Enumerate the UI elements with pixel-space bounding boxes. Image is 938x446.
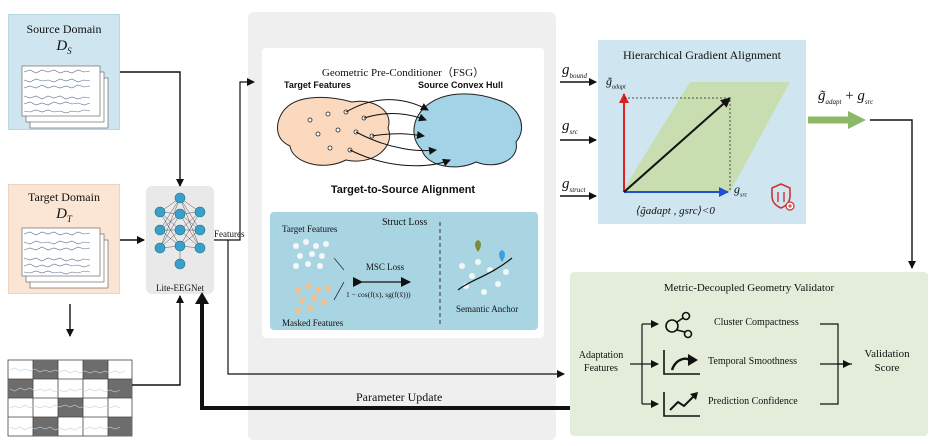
source-domain-symbol: DS — [56, 38, 72, 56]
msc-loss-label: MSC Loss — [365, 262, 405, 272]
struct-masked-features: Masked Features — [282, 318, 344, 328]
struct-target-features: Target Features — [282, 224, 338, 234]
confidence-icon — [663, 392, 700, 417]
g-src-label: gsrc — [562, 118, 578, 136]
parameter-update-label: Parameter Update — [356, 390, 443, 404]
source-domain-title: Source Domain — [26, 22, 102, 36]
masked-eeg-grid — [7, 359, 133, 437]
semantic-anchor-label: Semantic Anchor — [456, 304, 519, 314]
hga-title: Hierarchical Gradient Alignment — [623, 48, 781, 62]
metric-cluster-compactness: Cluster Compactness — [714, 317, 799, 328]
metric-temporal-smoothness: Temporal Smoothness — [708, 356, 798, 367]
network-panel — [146, 186, 214, 294]
combined-gradient-label: g̃adapt + gsrc — [818, 88, 874, 106]
shield-icon — [771, 183, 795, 211]
target-domain-symbol: DT — [56, 206, 72, 224]
cluster-icon — [665, 311, 693, 339]
validation-score-line2: Score — [874, 362, 900, 374]
validator-panel — [570, 272, 928, 436]
msc-formula: 1 − cos(f(x), sg(f(x̃))) — [346, 290, 411, 299]
fsg-target-features: Target Features — [284, 80, 351, 90]
target-domain-title: Target Domain — [28, 190, 100, 204]
struct-loss-label: Struct Loss — [382, 217, 428, 228]
g-bound-label: gbound — [562, 62, 587, 80]
features-label: Features — [214, 229, 245, 239]
g-struct-label: gstruct — [562, 176, 586, 194]
fsg-alignment-title: Target-to-Source Alignment — [330, 184, 476, 196]
fsg-title: Geometric Pre-Conditioner（FSG） — [321, 67, 485, 79]
network-label: Lite-EEGNet — [156, 283, 204, 293]
validator-input-line2: Features — [584, 363, 618, 374]
validator-input-line1: Adaptation — [578, 350, 624, 361]
validation-score-line1: Validation — [864, 348, 910, 360]
metric-prediction-confidence: Prediction Confidence — [708, 396, 798, 407]
g-adapt-label: g̃adapt — [606, 74, 626, 91]
target-eeg-stack — [21, 227, 109, 289]
hga-condition: ⟨g̃adapt , gsrc⟩<0 — [636, 205, 715, 217]
validator-title: Metric-Decoupled Geometry Validator — [663, 282, 835, 294]
fsg-source-hull: Source Convex Hull — [418, 80, 504, 90]
smoothness-icon — [663, 350, 700, 375]
source-eeg-stack — [21, 65, 109, 129]
g-src-hga-label: gsrc — [734, 182, 748, 199]
